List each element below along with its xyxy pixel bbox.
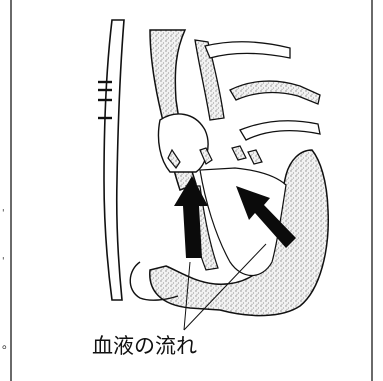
blood-flow-caption: 血液の流れ: [92, 336, 197, 357]
side-mark: 。: [2, 338, 14, 350]
arch-vessel: [205, 42, 290, 58]
margin-tick: ': [2, 258, 4, 267]
upper-right-vessel: [230, 81, 320, 104]
pulmonary-vein: [240, 121, 320, 140]
margin-tick: ': [2, 210, 4, 219]
atrium: [158, 114, 208, 172]
vena-cava-vessel: [104, 20, 124, 300]
